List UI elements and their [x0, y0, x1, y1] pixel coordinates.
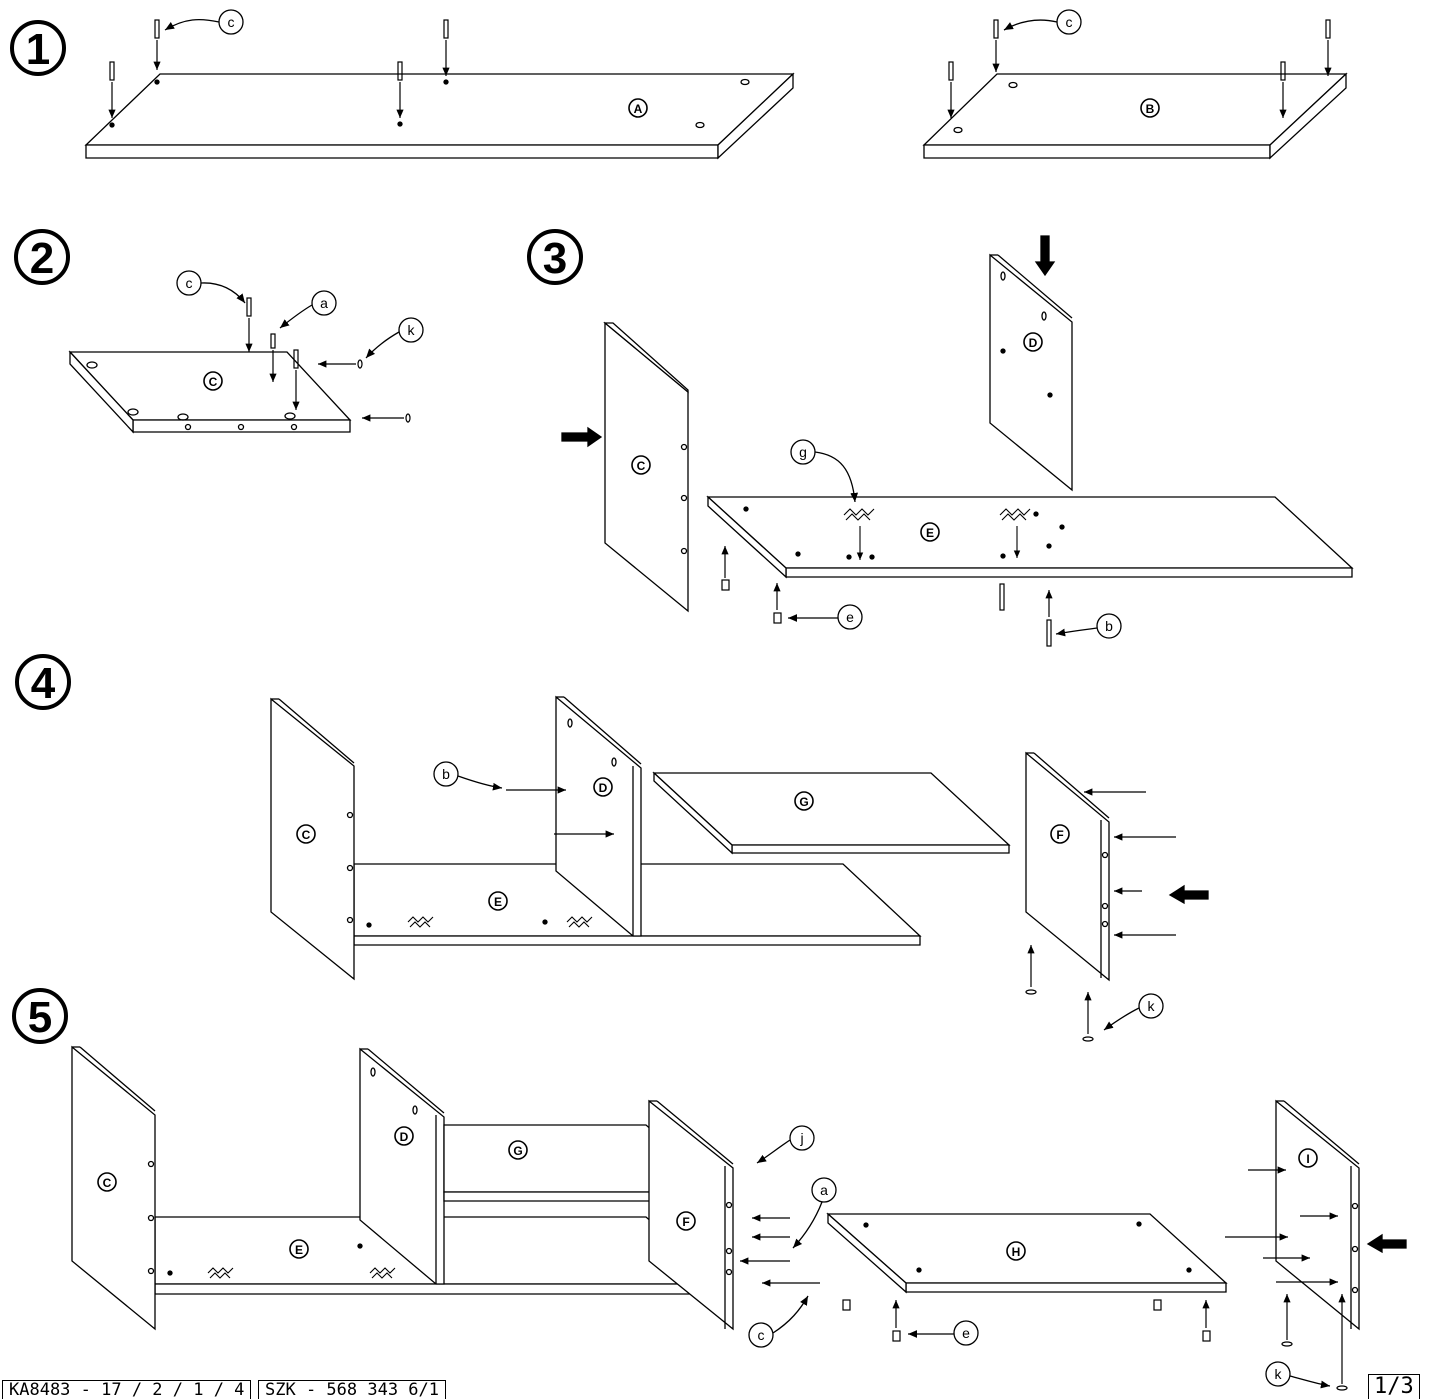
svg-text:a: a [820, 1182, 828, 1198]
svg-text:b: b [1105, 618, 1113, 634]
panel-h-step5: H [826, 1212, 1228, 1294]
fittings-step2 [245, 297, 411, 423]
svg-text:c: c [186, 275, 193, 291]
step-number-2: 2 [14, 229, 70, 285]
panel-label-e-step3: E [926, 526, 934, 540]
panel-c-step3: C [603, 321, 689, 613]
svg-text:k: k [1275, 1366, 1283, 1382]
svg-text:c: c [758, 1327, 765, 1343]
cam-locks-step5 [842, 1299, 1211, 1342]
panel-label-e-step5: E [295, 1243, 303, 1257]
panel-b: B [922, 72, 1348, 160]
step-number-1: 1 [10, 20, 66, 76]
screws-step4-d [506, 786, 614, 838]
hinges-step3 [843, 508, 1031, 560]
push-arrow-step3-d [1034, 235, 1056, 277]
panel-d-step5: D [359, 1047, 445, 1285]
svg-text:k: k [1148, 998, 1156, 1014]
svg-text:b: b [442, 766, 450, 782]
callout-k-step2: k [365, 317, 424, 359]
fittings-step5-i [1225, 1166, 1348, 1391]
svg-text:a: a [320, 295, 328, 311]
panel-g-step4: G [652, 771, 1011, 855]
panel-c-step5: C [71, 1045, 156, 1331]
callout-c-step5: c [748, 1295, 809, 1348]
step-number-4: 4 [15, 654, 71, 710]
panel-d-step3: D [989, 253, 1073, 492]
dowels-step1 [108, 19, 450, 118]
callout-g-step3: g [790, 439, 859, 503]
svg-text:g: g [799, 444, 807, 460]
panel-label-f-step5: F [682, 1215, 689, 1229]
svg-text:k: k [408, 322, 416, 338]
panel-label-i-step5: I [1306, 1152, 1309, 1166]
panel-label-a: A [634, 102, 643, 116]
panel-a: A [84, 72, 795, 160]
push-arrow-step5-i [1366, 1233, 1407, 1254]
callout-a-step5: a [792, 1177, 837, 1249]
callout-c-step1a: c [164, 9, 244, 35]
svg-text:j: j [799, 1130, 803, 1146]
panel-c-step2: C [68, 350, 352, 434]
panel-d-step4: D [555, 695, 642, 937]
panel-c-step4: C [270, 697, 355, 981]
callout-b-step3: b [1055, 613, 1122, 639]
callout-e-step3: e [788, 604, 863, 630]
panel-label-e-step4: E [494, 895, 502, 909]
panel-label-f-step4: F [1056, 828, 1063, 842]
product-code: KA8483 - 17 / 2 / 1 / 4 [2, 1380, 252, 1399]
svg-text:3: 3 [543, 234, 567, 283]
panel-f-step5: F [648, 1099, 734, 1331]
svg-text:e: e [962, 1325, 970, 1341]
svg-text:1: 1 [26, 25, 50, 74]
callout-j-step5: j [756, 1125, 815, 1164]
panel-label-c-step2: C [209, 375, 218, 389]
panel-label-h-step5: H [1012, 1245, 1021, 1259]
panel-label-c-step3: C [637, 459, 646, 473]
push-arrow-step3-c [561, 426, 603, 448]
step-number-5: 5 [12, 988, 68, 1044]
svg-text:c: c [228, 14, 235, 30]
step-number-3: 3 [527, 229, 583, 285]
svg-text:5: 5 [28, 993, 52, 1042]
callout-k-step5: k [1265, 1361, 1331, 1389]
panel-label-d-step5: D [400, 1130, 409, 1144]
panel-label-c-step5: C [103, 1176, 112, 1190]
panel-label-d-step4: D [599, 781, 608, 795]
screws-step4-f [1025, 788, 1176, 1042]
svg-text:e: e [846, 609, 854, 625]
svg-text:4: 4 [31, 659, 56, 708]
part-code: SZK - 568 343 6/1 [258, 1380, 446, 1399]
callout-b-step4: b [433, 761, 503, 791]
callout-a-step2: a [279, 290, 337, 329]
panel-label-g-step4: G [799, 795, 808, 809]
page-number: 1/3 [1368, 1374, 1420, 1399]
callout-c-step1b: c [1003, 9, 1082, 35]
svg-text:c: c [1066, 14, 1073, 30]
fittings-step5-f [740, 1214, 820, 1287]
panel-label-g-step5: G [513, 1144, 522, 1158]
panel-i-step5: I [1275, 1099, 1360, 1331]
dowels-step1-b [947, 19, 1332, 118]
panel-label-b: B [1146, 102, 1155, 116]
panel-f-step4: F [1025, 751, 1110, 982]
panel-label-c-step4: C [302, 828, 311, 842]
callout-k-step4: k [1103, 993, 1164, 1031]
cam-locks-step3 [721, 546, 1053, 647]
push-arrow-step4-f [1168, 884, 1209, 905]
callout-e-step5: e [908, 1320, 979, 1346]
callout-c-step2: c [176, 270, 246, 304]
panel-label-d-step3: D [1029, 336, 1038, 350]
svg-text:2: 2 [30, 234, 54, 283]
